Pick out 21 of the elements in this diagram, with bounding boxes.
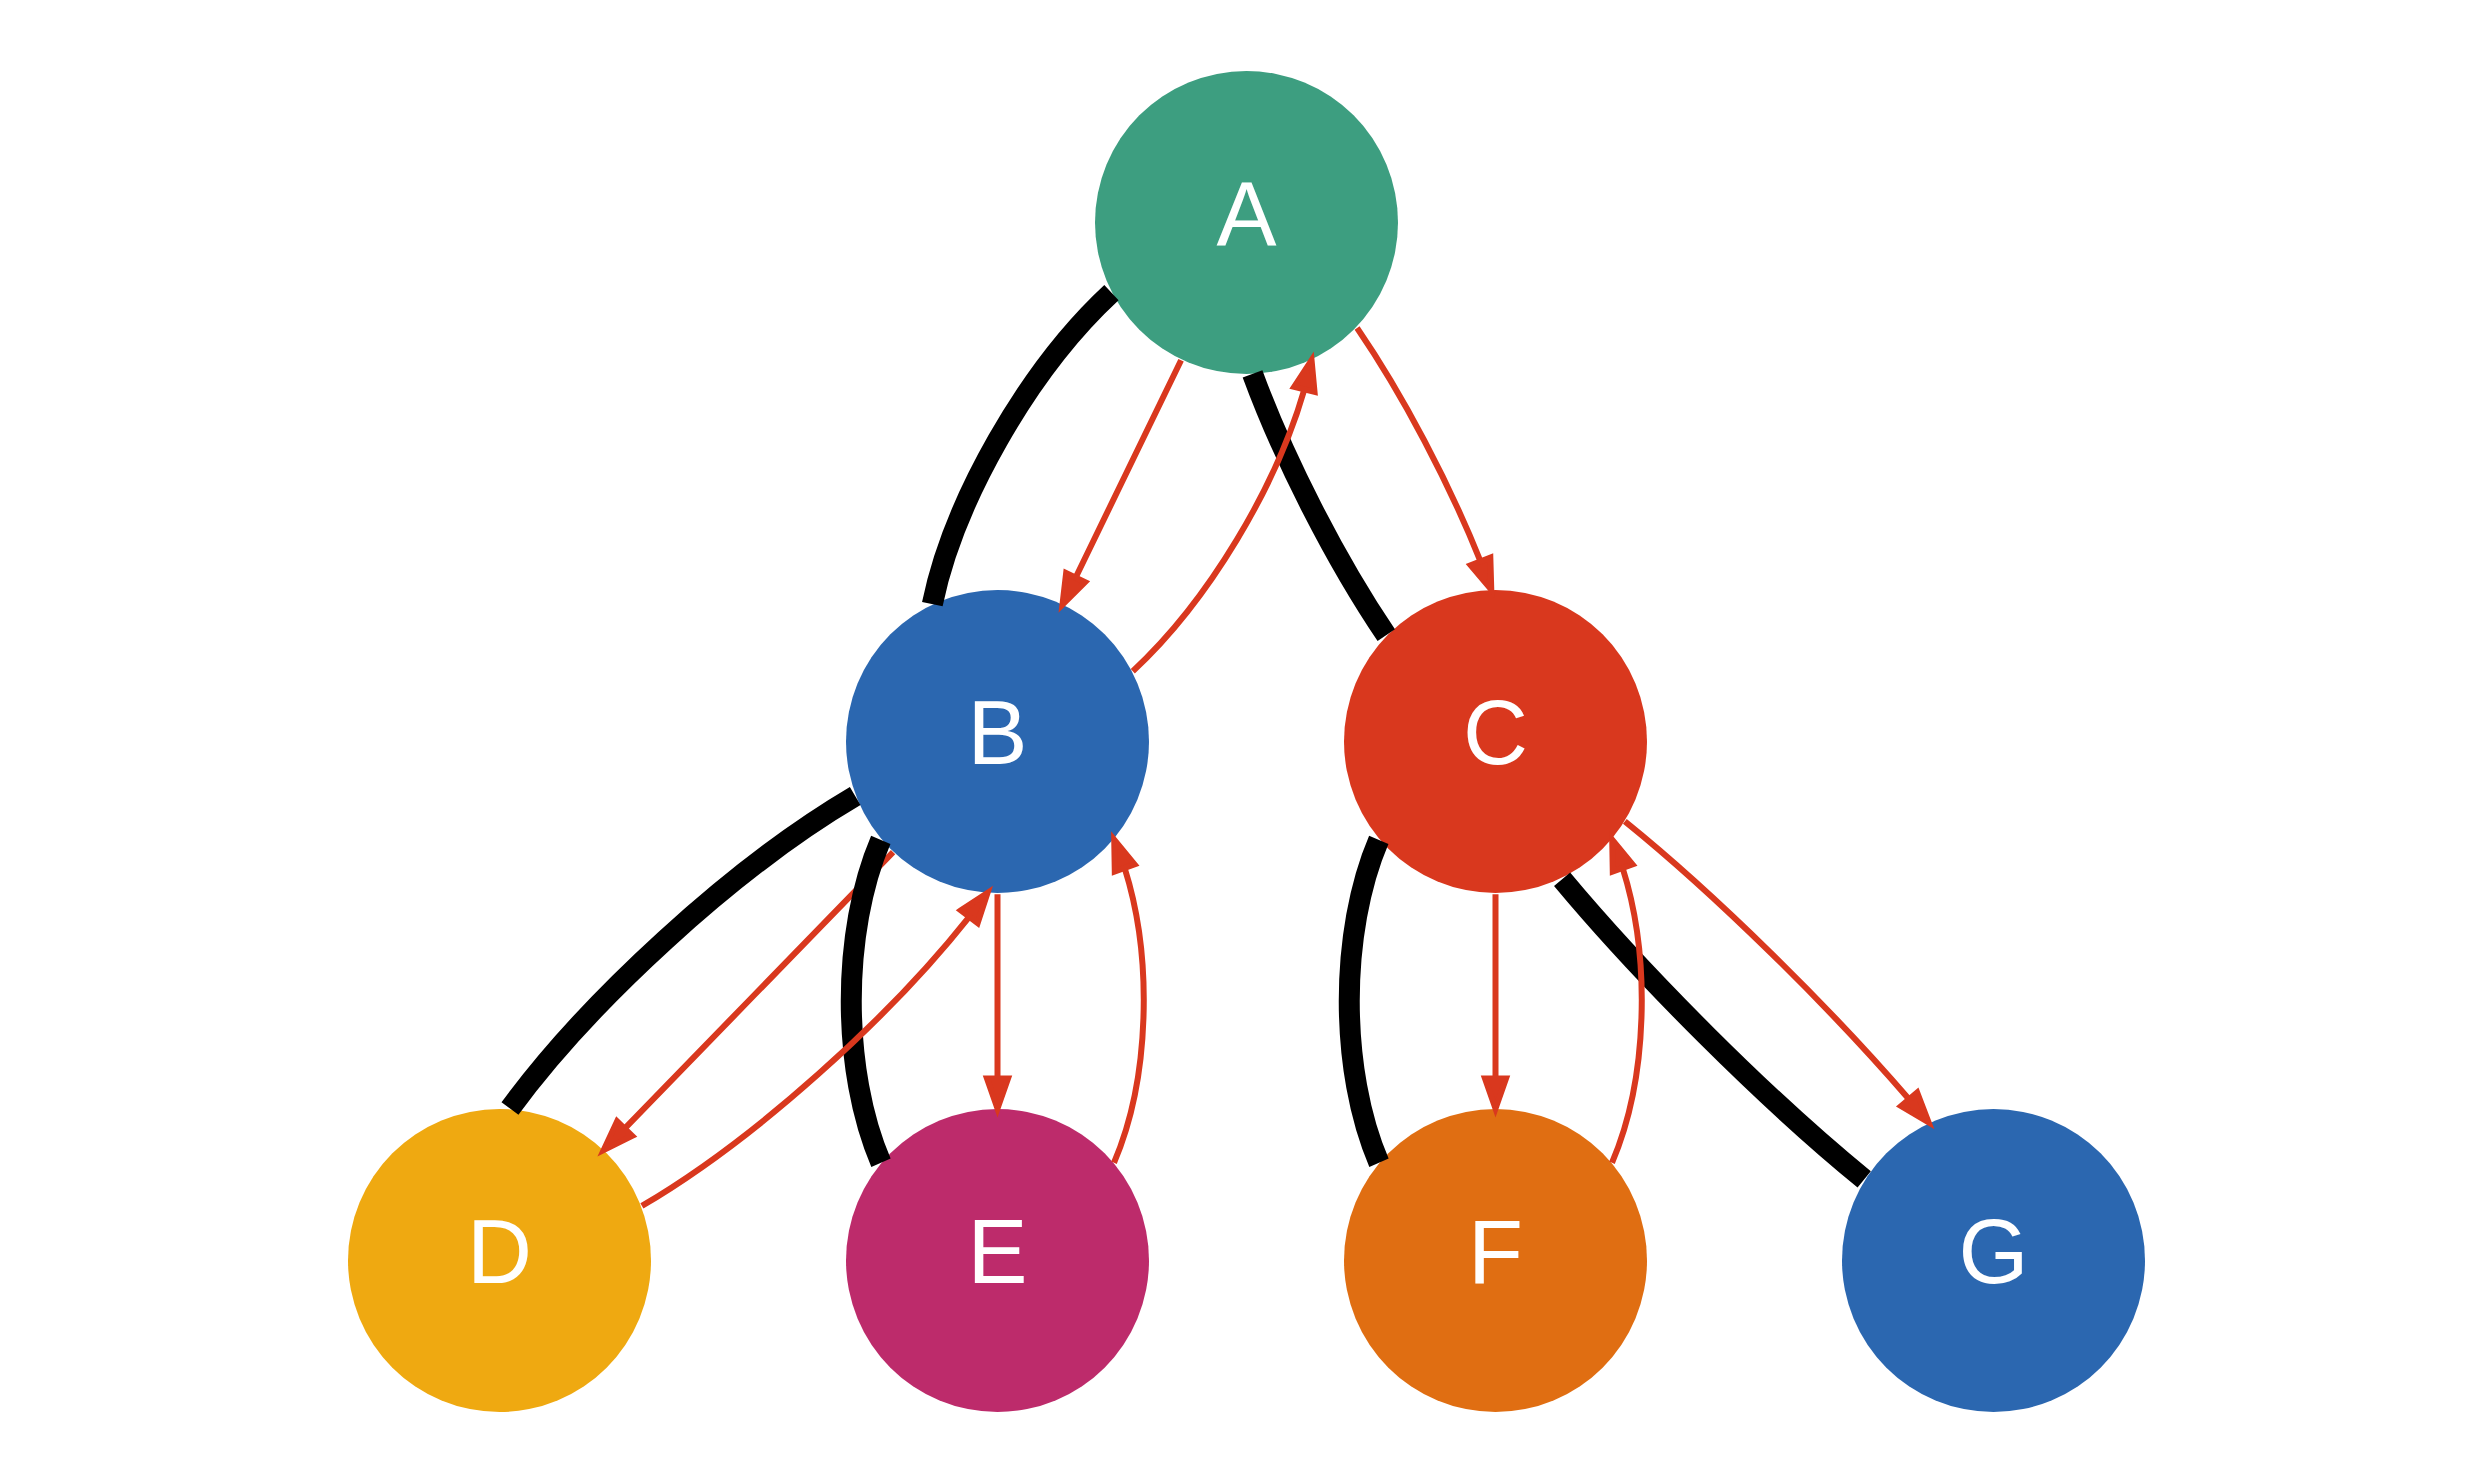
arrow: [1130, 350, 1318, 673]
node-circle: E: [845, 1108, 1149, 1412]
arrow: [596, 849, 895, 1157]
node-circle: C: [1343, 589, 1647, 893]
node-circle: B: [845, 589, 1149, 893]
connector: [1242, 369, 1395, 641]
arrow: [1480, 893, 1510, 1117]
node-circle: D: [347, 1108, 651, 1412]
arrow: [639, 885, 993, 1208]
node-circle: A: [1094, 70, 1398, 374]
arrow: [1058, 358, 1184, 613]
arrow: [1622, 818, 1934, 1129]
node-circle: F: [1343, 1108, 1647, 1412]
arrow: [982, 893, 1012, 1117]
connector: [1553, 872, 1871, 1187]
node-circle: G: [1841, 1108, 2145, 1412]
connector: [840, 835, 891, 1166]
connector: [1338, 835, 1389, 1166]
connector: [501, 786, 861, 1115]
connector: [921, 284, 1119, 607]
arrow: [1110, 830, 1147, 1164]
